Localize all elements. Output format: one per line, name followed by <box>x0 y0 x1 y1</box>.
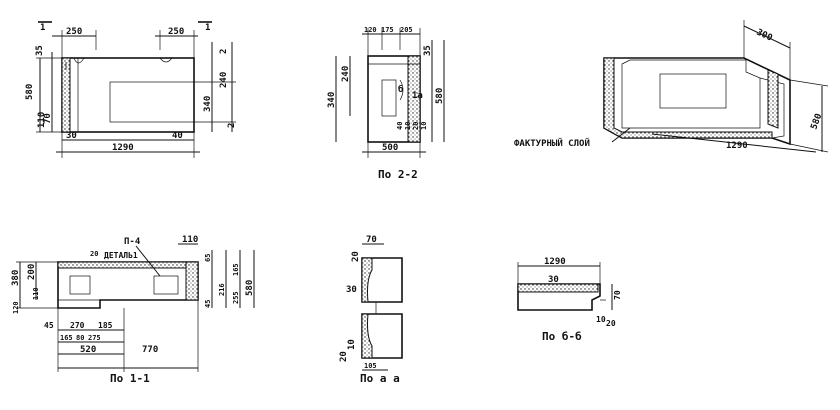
front-view: 250 250 1 1 35 580 110 70 2 240 340 2 30… <box>25 21 237 158</box>
section-mark-right: 1 <box>205 23 210 33</box>
dim-left-70: 70 <box>43 113 53 124</box>
sectionBB-70: 70 <box>613 290 622 300</box>
detailA-20b: 20 <box>339 351 349 362</box>
section22-layer <box>407 55 421 143</box>
plan11-b275: 275 <box>88 334 101 342</box>
dim-left-580: 580 <box>25 84 35 100</box>
plan11-left-110: 110 <box>32 287 40 300</box>
sectionBB-20: 20 <box>606 319 616 328</box>
detailA-70: 70 <box>366 235 377 245</box>
dim-right-2a: 2 <box>219 49 229 54</box>
plan11-r216: 216 <box>218 283 226 296</box>
dim-bottom-30: 30 <box>66 131 77 141</box>
detailA-30: 30 <box>346 285 357 295</box>
dim-right-240: 240 <box>219 72 229 88</box>
front-notch-left <box>73 57 85 64</box>
plan11-detail: ДЕТАЛЬ1 <box>104 251 138 260</box>
dim-bottom-1290: 1290 <box>112 143 134 153</box>
front-outline <box>61 57 195 133</box>
plan11-r45: 45 <box>204 300 212 308</box>
dim-s22-580: 580 <box>435 88 445 104</box>
iso-layer-label: ФАКТУРНЫЙ СЛОЙ <box>514 137 590 149</box>
section-b-b-view: 1290 30 70 10 20 По б-б <box>517 257 622 343</box>
plan11-left-120: 120 <box>12 301 20 314</box>
dim-s22-10: 10 <box>404 122 412 130</box>
plan11-left-380: 380 <box>11 270 21 286</box>
dim-right-340: 340 <box>203 96 213 112</box>
plan11-b165: 165 <box>60 334 73 342</box>
sectionBB-30: 30 <box>548 275 559 285</box>
dim-left-35: 35 <box>35 45 45 56</box>
plan11-r255: 255 <box>232 291 240 304</box>
dim-s22-175: 175 <box>381 26 394 34</box>
section-2-2-view: 120 175 205 240 340 35 580 б 1а 40 10 20… <box>327 26 445 181</box>
dim-s22-40: 40 <box>396 122 404 130</box>
dim-s22-10b: 10 <box>420 122 428 130</box>
section-mark-left: 1 <box>40 23 45 33</box>
dim-left-110: 110 <box>37 112 47 128</box>
caption-section-b-b: По б-б <box>542 330 582 343</box>
front-notch-right <box>159 57 173 63</box>
plan11-r580: 580 <box>245 280 255 296</box>
iso-outline <box>603 57 791 146</box>
front-opening <box>109 81 195 123</box>
detail-a-a-view: 70 20 30 20 10 105 По а а <box>339 235 403 385</box>
sectionBB-1290: 1290 <box>544 257 566 267</box>
dim-s22-120: 120 <box>364 26 377 34</box>
plan11-p4: П-4 <box>124 237 141 247</box>
dim-s22-240: 240 <box>341 66 351 82</box>
iso-dim-1290: 1290 <box>726 141 748 151</box>
plan11-outline <box>57 261 199 309</box>
iso-facing-layer <box>603 57 773 139</box>
iso-dim-300: 300 <box>755 28 774 44</box>
caption-section-2-2: По 2-2 <box>378 168 418 181</box>
plan11-b270: 270 <box>70 321 85 330</box>
dim-s22-340: 340 <box>327 92 337 108</box>
plan11-cell-left <box>69 275 91 295</box>
isometric-view: 300 580 1290 ФАКТУРНЫЙ СЛОЙ <box>514 20 829 153</box>
dim-top-left: 250 <box>66 27 82 37</box>
dim-top-right: 250 <box>168 27 184 37</box>
caption-plan-1-1: По 1-1 <box>110 372 150 385</box>
dim-s22-205: 205 <box>400 26 413 34</box>
plan11-b520: 520 <box>80 345 96 355</box>
sectionBB-layer <box>517 283 599 293</box>
plan11-b185: 185 <box>98 321 113 330</box>
dim-right-2b: 2 <box>227 123 237 128</box>
plan11-d20: 20 <box>90 250 98 258</box>
detailA-20: 20 <box>351 251 361 262</box>
plan11-cell-right <box>153 275 179 295</box>
detailA-105: 105 <box>364 362 377 370</box>
plan11-d110: 110 <box>182 235 198 245</box>
caption-detail-a-a: По а а <box>360 372 400 385</box>
plan11-b45: 45 <box>44 321 54 330</box>
dim-s22-35: 35 <box>423 45 433 56</box>
plan-1-1-view: П-4 ДЕТАЛЬ1 20 110 380 200 110 120 65 16… <box>11 235 255 385</box>
dim-s22-500: 500 <box>382 143 398 153</box>
dim-s22-20: 20 <box>412 122 420 130</box>
label-s22-1a: 1а <box>412 91 423 101</box>
plan11-r65: 65 <box>204 254 212 262</box>
detailA-10: 10 <box>347 339 357 350</box>
label-s22-b: б <box>398 84 403 95</box>
dim-bottom-40: 40 <box>172 131 183 141</box>
plan11-top-layer <box>57 261 199 269</box>
plan11-r165: 165 <box>232 263 240 276</box>
plan11-b770: 770 <box>142 345 158 355</box>
plan11-left-200: 200 <box>27 264 37 280</box>
plan11-b80: 80 <box>76 334 84 342</box>
sectionBB-10: 10 <box>596 315 606 324</box>
